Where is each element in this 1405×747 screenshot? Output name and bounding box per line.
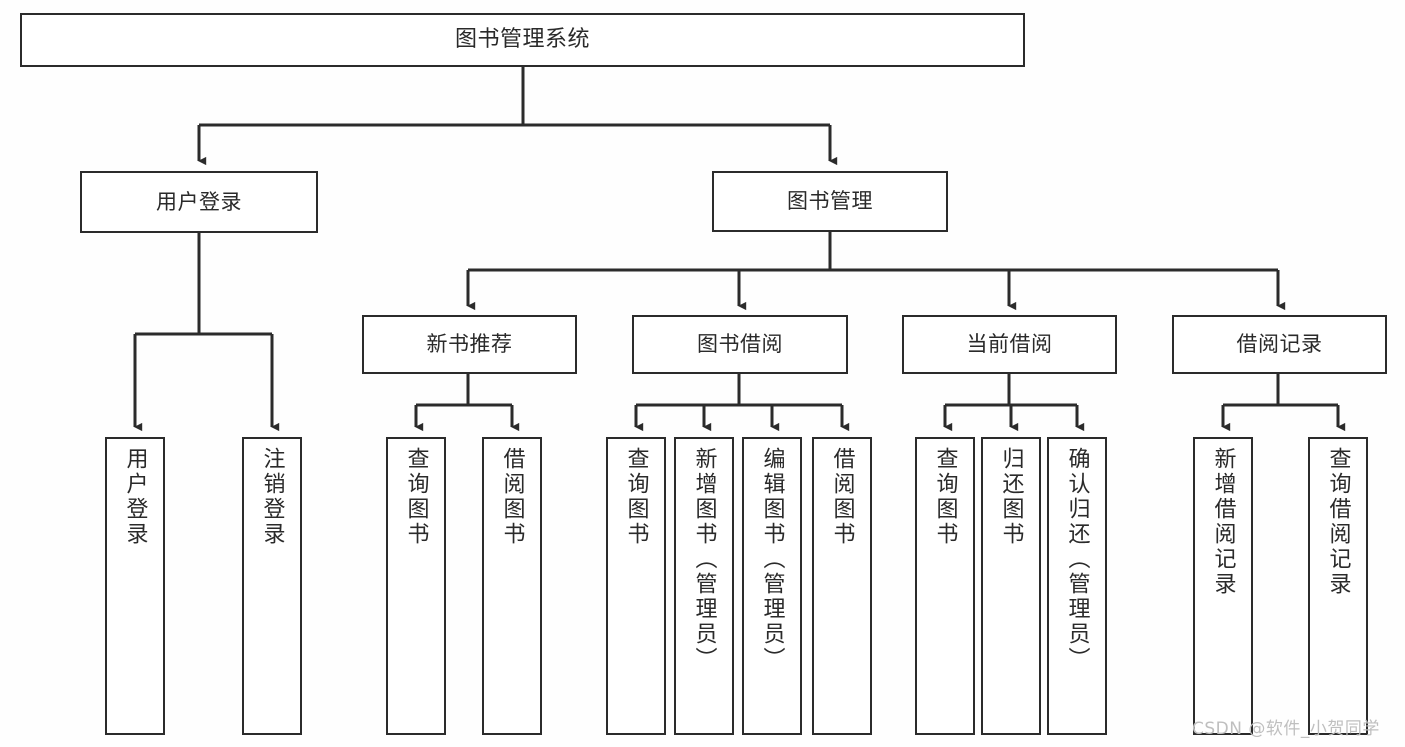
node-label: 查询图书 — [932, 447, 958, 547]
node-label: 图书管理 — [787, 189, 873, 214]
node-label: 图书借阅 — [697, 332, 783, 357]
node-borrow-records[interactable]: 借阅记录 — [1172, 315, 1387, 374]
node-current-borrow[interactable]: 当前借阅 — [902, 315, 1117, 374]
node-label: 用户登录 — [122, 447, 148, 547]
node-label: 新增图书（管理员） — [691, 447, 717, 672]
node-label: 查询图书 — [623, 447, 649, 547]
node-label: 新增借阅记录 — [1210, 447, 1236, 597]
leaf-records-add-record[interactable]: 新增借阅记录 — [1193, 437, 1253, 735]
node-new-book-recommend[interactable]: 新书推荐 — [362, 315, 577, 374]
leaf-borrow-borrow-book[interactable]: 借阅图书 — [812, 437, 872, 735]
leaf-user-login-signin[interactable]: 用户登录 — [105, 437, 165, 735]
node-label: 图书管理系统 — [454, 27, 590, 53]
node-label: 注销登录 — [259, 447, 285, 547]
leaf-new-book-query[interactable]: 查询图书 — [386, 437, 446, 735]
node-label: 借阅图书 — [829, 447, 855, 547]
leaf-borrow-query-book[interactable]: 查询图书 — [606, 437, 666, 735]
node-label: 借阅图书 — [499, 447, 525, 547]
node-user-login[interactable]: 用户登录 — [80, 171, 318, 233]
node-label: 归还图书 — [998, 447, 1024, 547]
node-root-system[interactable]: 图书管理系统 — [20, 13, 1025, 67]
node-label: 用户登录 — [156, 189, 242, 214]
leaf-records-query-record[interactable]: 查询借阅记录 — [1308, 437, 1368, 735]
node-label: 确认归还（管理员） — [1064, 447, 1090, 672]
node-book-borrow[interactable]: 图书借阅 — [632, 315, 848, 374]
node-label: 新书推荐 — [426, 332, 513, 357]
csdn-watermark: CSDN @软件_小贺同学 — [1192, 719, 1380, 739]
leaf-borrow-add-book[interactable]: 新增图书（管理员） — [674, 437, 734, 735]
leaf-user-login-signout[interactable]: 注销登录 — [242, 437, 302, 735]
leaf-current-query-book[interactable]: 查询图书 — [915, 437, 975, 735]
leaf-current-confirm-return[interactable]: 确认归还（管理员） — [1047, 437, 1107, 735]
node-label: 查询图书 — [403, 447, 429, 547]
node-label: 查询借阅记录 — [1325, 447, 1351, 597]
leaf-borrow-edit-book[interactable]: 编辑图书（管理员） — [742, 437, 802, 735]
node-label: 借阅记录 — [1236, 332, 1323, 357]
node-label: 编辑图书（管理员） — [759, 447, 785, 672]
leaf-new-book-borrow[interactable]: 借阅图书 — [482, 437, 542, 735]
node-book-management[interactable]: 图书管理 — [712, 171, 948, 232]
node-label: 当前借阅 — [966, 332, 1053, 357]
leaf-current-return-book[interactable]: 归还图书 — [981, 437, 1041, 735]
